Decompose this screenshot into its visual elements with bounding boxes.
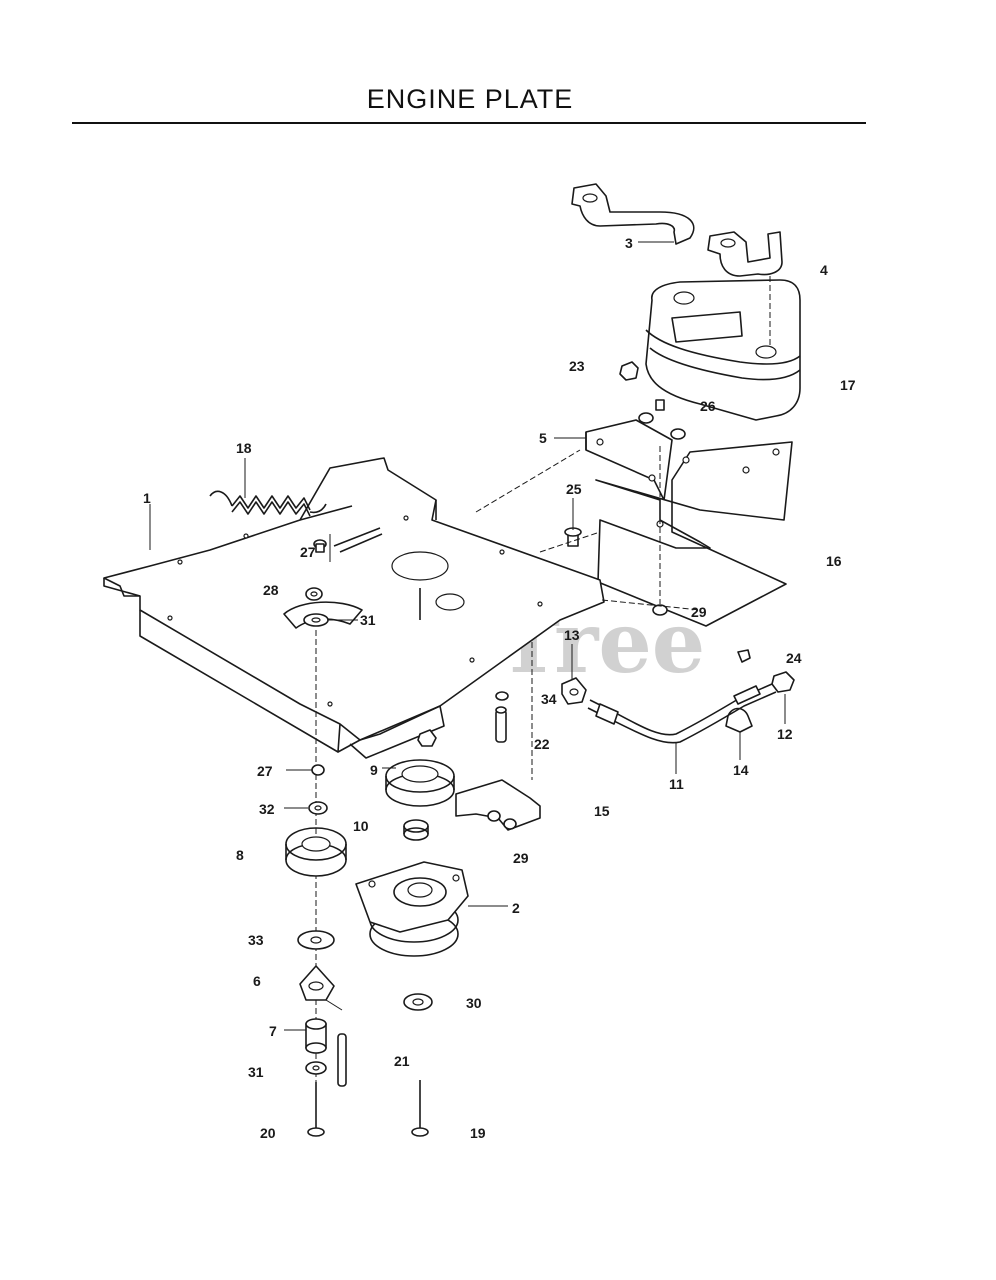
- part-electric-clutch[interactable]: [355, 861, 469, 957]
- part-exhaust-elbow[interactable]: [707, 231, 783, 277]
- callout-29-lower: 29: [513, 850, 529, 866]
- callout-31: 31: [360, 612, 376, 628]
- page-title: ENGINE PLATE: [366, 84, 574, 114]
- part-spacer-10[interactable]: [403, 819, 429, 841]
- callout-12: 12: [777, 726, 793, 742]
- callout-4: 4: [820, 262, 828, 278]
- part-bracket-5[interactable]: [585, 419, 673, 501]
- callout-29: 29: [691, 604, 707, 620]
- part-nut-28[interactable]: [305, 587, 323, 601]
- callout-21: 21: [394, 1053, 410, 1069]
- callout-26: 26: [700, 398, 716, 414]
- part-washer-30[interactable]: [403, 993, 433, 1011]
- part-washer-27a[interactable]: [313, 539, 327, 553]
- callout-23: 23: [569, 358, 585, 374]
- part-washer-31b[interactable]: [305, 1061, 327, 1075]
- callout-3: 3: [625, 235, 633, 251]
- part-washer-32[interactable]: [308, 801, 328, 815]
- part-heat-shield[interactable]: [595, 441, 793, 627]
- part-idler-bracket[interactable]: [455, 779, 541, 831]
- callout-25: 25: [566, 481, 582, 497]
- callout-33: 33: [248, 932, 264, 948]
- callout-16: 16: [826, 553, 842, 569]
- callout-6: 6: [253, 973, 261, 989]
- callout-1: 1: [143, 490, 151, 506]
- part-idler-arm[interactable]: [299, 965, 335, 1001]
- callout-22: 22: [534, 736, 550, 752]
- part-spacer-7[interactable]: [305, 1018, 327, 1054]
- part-bolt-19[interactable]: [411, 1080, 429, 1137]
- part-clamp[interactable]: [725, 707, 753, 761]
- part-pulley-9[interactable]: [385, 759, 455, 807]
- callout-20: 20: [260, 1125, 276, 1141]
- callout-18: 18: [236, 440, 252, 456]
- callout-24: 24: [786, 650, 802, 666]
- callout-17: 17: [840, 377, 856, 393]
- callout-27: 27: [300, 544, 316, 560]
- callout-2: 2: [512, 900, 520, 916]
- callout-15: 15: [594, 803, 610, 819]
- callout-14: 14: [733, 762, 749, 778]
- callout-32: 32: [259, 801, 275, 817]
- part-engine-plate[interactable]: [103, 457, 605, 759]
- part-muffler[interactable]: [645, 279, 801, 421]
- callout-5: 5: [539, 430, 547, 446]
- part-washer-31a[interactable]: [303, 613, 329, 627]
- part-bolt-20[interactable]: [307, 1082, 325, 1137]
- title-rule: [72, 122, 866, 124]
- part-fuel-line[interactable]: [587, 683, 777, 744]
- part-pin-near-7[interactable]: [337, 1033, 347, 1087]
- part-washer-27b[interactable]: [311, 764, 325, 776]
- part-fitting-12[interactable]: [771, 671, 795, 693]
- part-nut-29a[interactable]: [652, 604, 668, 616]
- callout-28: 28: [263, 582, 279, 598]
- part-nut-under-plate[interactable]: [417, 729, 437, 747]
- callout-34: 34: [541, 691, 557, 707]
- callout-19: 19: [470, 1125, 486, 1141]
- part-exhaust-pipe[interactable]: [571, 183, 695, 245]
- callout-8: 8: [236, 847, 244, 863]
- part-spring[interactable]: [209, 490, 327, 517]
- callout-9: 9: [370, 762, 378, 778]
- callout-13: 13: [564, 627, 580, 643]
- part-nut-23[interactable]: [619, 361, 639, 381]
- part-pin-22[interactable]: [495, 691, 509, 743]
- callout-10: 10: [353, 818, 369, 834]
- part-fitting-34[interactable]: [561, 677, 587, 705]
- callout-7: 7: [269, 1023, 277, 1039]
- callout-27-lower: 27: [257, 763, 273, 779]
- callout-31-lower: 31: [248, 1064, 264, 1080]
- part-washer-33[interactable]: [297, 930, 335, 950]
- part-bolts-26[interactable]: [638, 399, 686, 448]
- part-pulley-8[interactable]: [285, 827, 347, 877]
- callout-30: 30: [466, 995, 482, 1011]
- callout-11: 11: [669, 776, 684, 792]
- part-screw-24[interactable]: [737, 649, 751, 663]
